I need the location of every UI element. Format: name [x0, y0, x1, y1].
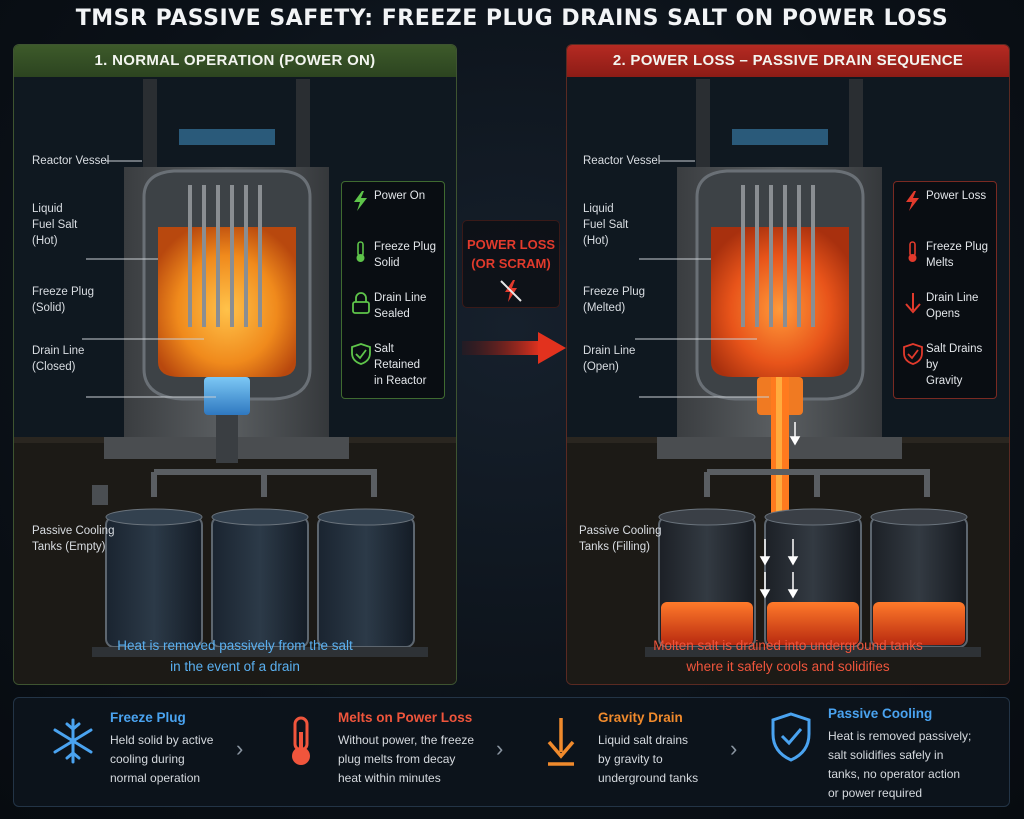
label-fuel-salt: Liquid Fuel Salt (Hot) [583, 203, 629, 247]
status-item: Salt Retained in Reactor [348, 341, 438, 392]
label-fuel-salt: Liquid Fuel Salt (Hot) [32, 203, 78, 247]
power-loss-panel: 2. POWER LOSS – PASSIVE DRAIN SEQUENCE [566, 44, 1010, 685]
status-text: Freeze Plug Melts [926, 241, 989, 269]
label-freeze-plug: Freeze Plug (Melted) [583, 286, 646, 314]
distribution-pipes [704, 469, 930, 497]
coolant-pipe [732, 129, 828, 145]
status-item: Drain Line Sealed [348, 290, 438, 341]
freeze-plug-solid [204, 377, 250, 415]
chevron-right-icon: › [236, 736, 244, 761]
power-loss-status-box: Power Loss Freeze Plug Melts Drain Line … [893, 181, 997, 399]
step-description: Without power, the freeze plug melts fro… [338, 733, 475, 785]
status-text: Freeze Plug Solid [374, 241, 437, 269]
status-item: Freeze Plug Melts [900, 239, 990, 290]
label-reactor-vessel: Reactor Vessel [583, 155, 661, 167]
normal-reactor-illustration [14, 77, 456, 684]
label-freeze-plug: Freeze Plug (Solid) [32, 286, 95, 314]
filling-cooling-tanks [658, 508, 968, 648]
step-title: Gravity Drain [598, 710, 683, 725]
step-title: Melts on Power Loss [338, 710, 473, 725]
label-cooling-tanks: Passive Cooling Tanks (Empty) [32, 525, 115, 553]
status-text: Power Loss [926, 190, 987, 202]
no-power-icon [500, 280, 522, 302]
pipe [696, 79, 710, 169]
snowflake-icon [53, 718, 93, 764]
status-text: Drain Line Sealed [374, 292, 427, 320]
distribution-pipes [151, 469, 377, 497]
thermometer-icon [356, 241, 365, 262]
normal-status-box: Power On Freeze Plug Solid Drain Line Se… [341, 181, 445, 399]
fuel-salt [158, 227, 296, 377]
step-description: Heat is removed passively; salt solidifi… [828, 729, 972, 800]
transition-arrow-icon [462, 332, 566, 364]
pipe [296, 79, 310, 169]
shield-check-icon [351, 343, 371, 365]
label-drain-line: Drain Line (Open) [583, 345, 636, 373]
label-cooling-tanks: Passive Cooling Tanks (Filling) [579, 525, 662, 553]
status-text: Salt Retained in Reactor [374, 343, 427, 387]
status-item: Freeze Plug Solid [348, 239, 438, 290]
coolant-pipe [179, 129, 275, 145]
step-title: Freeze Plug [110, 710, 186, 725]
pipe [143, 79, 157, 169]
pipe [849, 79, 863, 169]
normal-operation-panel: 1. NORMAL OPERATION (POWER ON) [13, 44, 457, 685]
status-item: Power On [348, 188, 438, 239]
fuel-salt [711, 227, 849, 377]
lock-icon [352, 292, 370, 314]
step-description: Held solid by active cooling during norm… [110, 733, 214, 785]
status-text: Salt Drains by Gravity [926, 343, 983, 387]
thermometer-icon [908, 241, 917, 262]
arrow-down-icon [905, 293, 921, 314]
power-loss-trigger: POWER LOSS (OR SCRAM) [462, 220, 560, 308]
step-description: Liquid salt drains by gravity to undergr… [598, 733, 699, 785]
label-drain-line: Drain Line (Closed) [32, 345, 85, 373]
power-loss-text: POWER LOSS (OR SCRAM) [466, 237, 556, 271]
status-text: Drain Line Opens [926, 292, 979, 320]
status-item: Drain Line Opens [900, 290, 990, 341]
label-reactor-vessel: Reactor Vessel [32, 155, 110, 167]
shield-check-icon [903, 343, 923, 365]
chevron-right-icon: › [730, 736, 738, 761]
empty-cooling-tanks [105, 508, 415, 648]
lightning-icon [906, 191, 919, 211]
status-item: Salt Drains by Gravity [900, 341, 990, 392]
normal-caption: Heat is removed passively from the salt … [117, 638, 353, 674]
lightning-icon [354, 191, 367, 211]
status-item: Power Loss [900, 188, 990, 239]
flow-arrows [759, 422, 801, 599]
power-loss-caption: Molten salt is drained into underground … [653, 638, 923, 674]
thermometer-icon [292, 716, 310, 765]
page-title: TMSR PASSIVE SAFETY: FREEZE PLUG DRAINS … [75, 6, 949, 31]
normal-operation-header: 1. NORMAL OPERATION (POWER ON) [14, 45, 456, 77]
arrow-down-icon [547, 718, 575, 766]
drain-line [216, 415, 238, 463]
power-loss-header: 2. POWER LOSS – PASSIVE DRAIN SEQUENCE [567, 45, 1009, 77]
step-title: Passive Cooling [828, 706, 933, 721]
shield-check-icon [771, 712, 811, 762]
status-text: Power On [374, 190, 426, 202]
chevron-right-icon: › [496, 736, 504, 761]
summary-strip: Freeze Plug Held solid by active cooling… [13, 697, 1010, 807]
